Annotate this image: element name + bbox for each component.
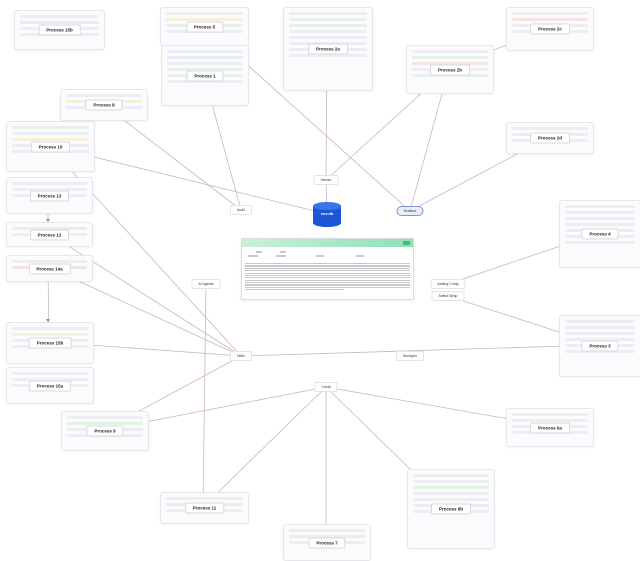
edge-label-adding[interactable]: Adding Cutup xyxy=(430,279,466,289)
node-process-15b-lower[interactable]: Process 15b xyxy=(6,322,94,364)
edge-connector xyxy=(47,232,242,357)
node-process-2b[interactable]: Process 2b xyxy=(406,45,494,94)
report-text-line xyxy=(245,284,410,286)
node-process-15a[interactable]: Process 15a xyxy=(6,367,94,404)
node-label: Process 15a xyxy=(28,380,72,391)
node-label: Process 12 xyxy=(29,229,70,240)
edge-connector xyxy=(48,145,328,215)
node-label: Process 6b xyxy=(430,503,472,515)
node-process-3[interactable]: Process 3 xyxy=(559,315,640,377)
node-label: Process 9 xyxy=(86,425,124,437)
edge-connector xyxy=(202,386,327,508)
node-process-6b[interactable]: Process 6b xyxy=(407,469,495,549)
node-label: Process 2a xyxy=(308,43,348,55)
database-node[interactable]: env.db xyxy=(312,201,342,228)
node-process-2d[interactable]: Process 2d xyxy=(506,122,594,154)
node-process-12[interactable]: Process 12 xyxy=(6,222,93,247)
report-text-line xyxy=(245,286,410,288)
report-body xyxy=(245,263,410,295)
report-text-line xyxy=(245,270,410,272)
node-label: Process 6a xyxy=(530,422,570,433)
arrow-head-icon xyxy=(46,319,50,322)
node-label: Process 14a xyxy=(28,263,71,274)
report-text-line xyxy=(245,289,344,291)
report-text-line xyxy=(245,265,410,267)
edge-label-workgen[interactable]: Workgen xyxy=(396,351,424,361)
node-process-6a[interactable]: Process 6a xyxy=(506,408,594,447)
node-process-2c[interactable]: Process 2c xyxy=(506,7,594,51)
node-label: Process 2b xyxy=(429,64,471,75)
central-report-panel[interactable] xyxy=(241,238,414,300)
node-process-5[interactable]: Process 5 xyxy=(160,7,249,46)
node-process-13[interactable]: Process 13 xyxy=(6,177,93,214)
node-label: Process 10 xyxy=(30,141,71,152)
node-label: Process 7 xyxy=(308,537,346,548)
node-label: Process 15b xyxy=(28,337,72,349)
node-process-8[interactable]: Process 8 xyxy=(60,89,148,121)
database-label: env.db xyxy=(320,211,334,216)
report-mini-chart xyxy=(246,250,409,260)
edge-connector xyxy=(102,103,242,211)
report-text-line xyxy=(245,282,410,284)
report-text-line xyxy=(245,263,410,265)
report-text-line xyxy=(245,274,410,277)
node-process-11[interactable]: Process 11 xyxy=(160,492,249,524)
edge-label-seafloor[interactable]: Seafloor xyxy=(396,206,424,216)
edge-label-hello[interactable]: Hello xyxy=(230,351,252,361)
node-label: Process 15b xyxy=(38,24,81,36)
edge-label-credit[interactable]: Credit xyxy=(314,382,338,392)
node-process-14a[interactable]: Process 14a xyxy=(6,255,93,282)
edge-label-vendor[interactable]: Vendor xyxy=(313,175,339,185)
edge-label-ai[interactable]: AI Agents xyxy=(191,279,221,289)
node-label: Process 2c xyxy=(530,23,570,35)
node-process-2a[interactable]: Process 2a xyxy=(283,7,373,91)
node-process-15b[interactable]: Process 15b xyxy=(14,10,105,50)
node-label: Process 2d xyxy=(529,132,571,144)
node-label: Process 4 xyxy=(581,228,619,240)
report-header xyxy=(242,239,413,247)
node-label: Process 1 xyxy=(186,70,224,81)
node-label: Process 3 xyxy=(581,340,619,352)
node-process-4[interactable]: Process 4 xyxy=(559,200,640,268)
report-status-badge xyxy=(403,241,410,245)
report-text-line xyxy=(245,267,410,269)
report-text-line xyxy=(245,272,410,274)
node-label: Process 13 xyxy=(29,190,70,201)
edge-connector xyxy=(202,283,207,508)
node-label: Process 8 xyxy=(85,99,123,111)
report-text-line xyxy=(245,277,410,279)
edge-label-audit[interactable]: Audit xyxy=(230,205,252,215)
node-process-7[interactable]: Process 7 xyxy=(283,524,371,561)
database-icon xyxy=(313,202,341,227)
edge-label-select[interactable]: Select Wrap xyxy=(431,291,465,301)
arrow-head-icon xyxy=(46,219,50,222)
node-label: Process 5 xyxy=(185,21,224,32)
node-process-9[interactable]: Process 9 xyxy=(61,411,149,451)
node-label: Process 11 xyxy=(184,502,225,514)
edge-connector xyxy=(240,344,600,357)
report-text-line xyxy=(245,279,410,281)
node-process-1[interactable]: Process 1 xyxy=(161,45,249,106)
node-process-10[interactable]: Process 10 xyxy=(6,121,95,172)
